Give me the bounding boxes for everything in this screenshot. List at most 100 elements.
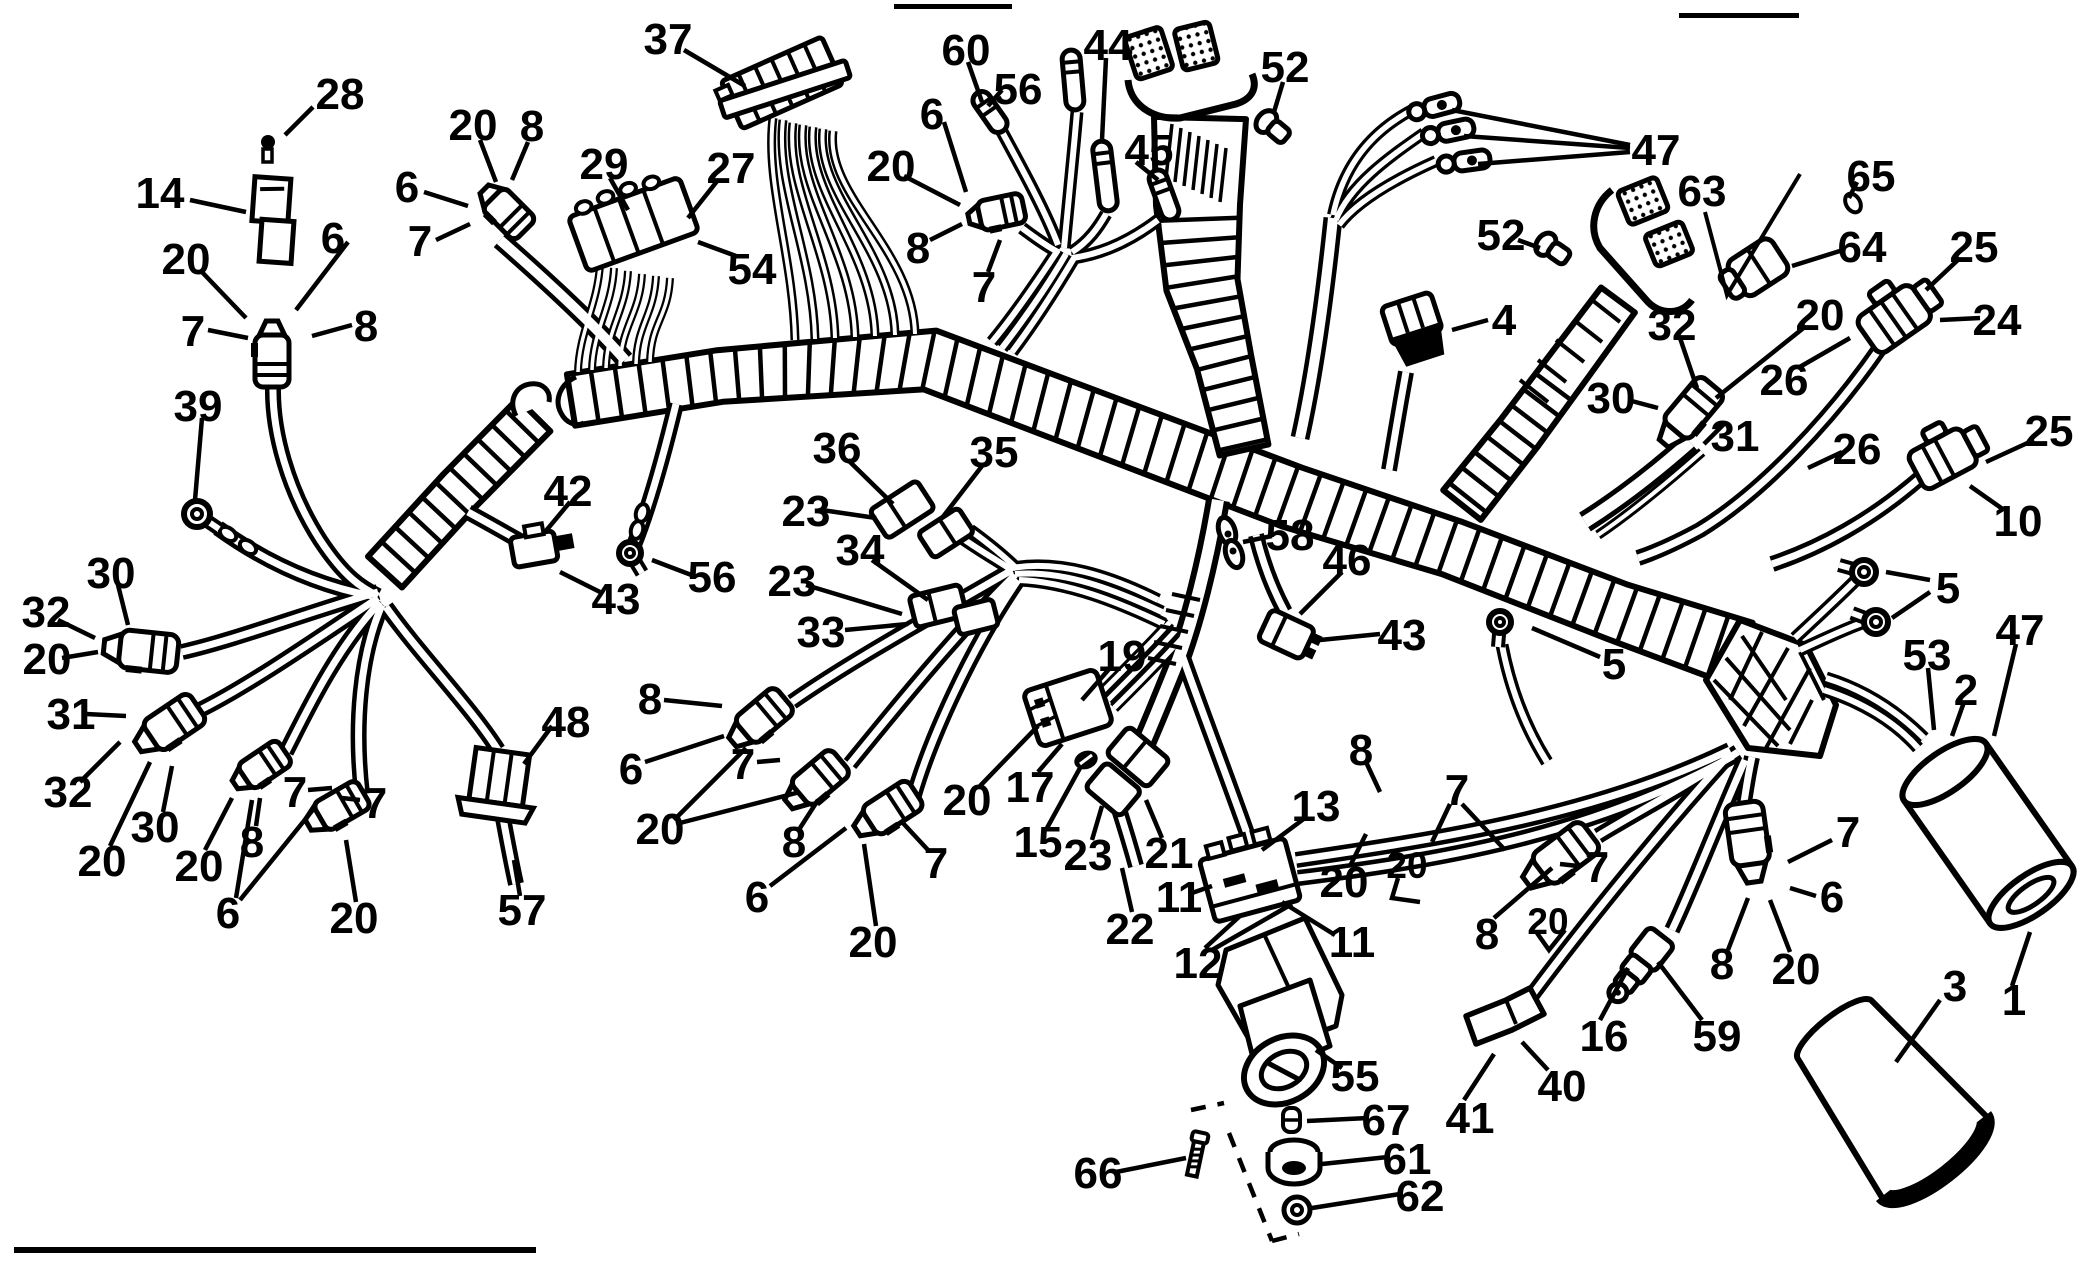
- svg-text:60: 60: [942, 26, 991, 75]
- svg-text:16: 16: [1580, 1012, 1629, 1061]
- svg-text:20: 20: [78, 837, 127, 886]
- svg-text:23: 23: [782, 487, 831, 536]
- svg-text:20: 20: [1320, 858, 1369, 907]
- svg-text:7: 7: [181, 307, 205, 356]
- svg-text:4: 4: [1492, 296, 1517, 345]
- svg-text:43: 43: [592, 575, 641, 624]
- svg-text:6: 6: [395, 163, 419, 212]
- svg-text:30: 30: [131, 803, 180, 852]
- svg-text:64: 64: [1838, 223, 1887, 272]
- svg-text:35: 35: [970, 428, 1019, 477]
- svg-text:47: 47: [1996, 606, 2045, 655]
- svg-text:5: 5: [1936, 564, 1960, 613]
- svg-text:37: 37: [644, 15, 693, 64]
- svg-text:8: 8: [906, 224, 930, 273]
- svg-text:32: 32: [22, 588, 71, 637]
- svg-text:30: 30: [87, 549, 136, 598]
- svg-text:6: 6: [1820, 873, 1844, 922]
- svg-text:6: 6: [920, 90, 944, 139]
- svg-text:7: 7: [1445, 766, 1469, 815]
- svg-text:14: 14: [136, 169, 185, 218]
- svg-text:41: 41: [1446, 1094, 1495, 1143]
- svg-text:20: 20: [1386, 845, 1427, 886]
- svg-text:56: 56: [994, 65, 1043, 114]
- svg-text:7: 7: [363, 779, 387, 828]
- svg-text:8: 8: [1710, 940, 1734, 989]
- svg-text:19: 19: [1098, 632, 1147, 681]
- svg-text:44: 44: [1084, 21, 1133, 70]
- svg-text:31: 31: [1711, 412, 1760, 461]
- svg-text:23: 23: [768, 557, 817, 606]
- svg-text:47: 47: [1632, 126, 1681, 175]
- svg-text:32: 32: [1648, 301, 1697, 350]
- svg-text:8: 8: [782, 818, 806, 867]
- svg-text:63: 63: [1678, 167, 1727, 216]
- svg-text:52: 52: [1477, 211, 1526, 260]
- svg-text:12: 12: [1174, 939, 1223, 988]
- svg-text:7: 7: [924, 839, 948, 888]
- svg-text:34: 34: [836, 526, 885, 575]
- svg-text:25: 25: [1950, 223, 1999, 272]
- svg-text:20: 20: [162, 235, 211, 284]
- svg-text:28: 28: [316, 70, 365, 119]
- svg-text:31: 31: [47, 690, 96, 739]
- svg-text:57: 57: [498, 886, 547, 935]
- svg-text:24: 24: [1973, 296, 2022, 345]
- svg-text:20: 20: [1527, 901, 1568, 942]
- svg-text:2: 2: [1954, 666, 1978, 715]
- svg-text:7: 7: [1585, 843, 1609, 892]
- svg-text:21: 21: [1145, 829, 1194, 878]
- svg-text:53: 53: [1903, 631, 1952, 680]
- svg-text:6: 6: [745, 873, 769, 922]
- svg-text:7: 7: [731, 740, 755, 789]
- svg-text:3: 3: [1943, 962, 1967, 1011]
- svg-text:15: 15: [1014, 818, 1063, 867]
- svg-text:13: 13: [1292, 782, 1341, 831]
- svg-text:20: 20: [449, 101, 498, 150]
- svg-text:22: 22: [1106, 905, 1155, 954]
- svg-text:7: 7: [408, 217, 432, 266]
- svg-text:36: 36: [813, 424, 862, 473]
- svg-text:65: 65: [1847, 152, 1896, 201]
- svg-text:20: 20: [636, 805, 685, 854]
- svg-text:25: 25: [2025, 407, 2074, 456]
- svg-text:6: 6: [321, 214, 345, 263]
- svg-text:42: 42: [544, 467, 593, 516]
- svg-text:11: 11: [1329, 918, 1376, 967]
- svg-text:23: 23: [1064, 831, 1113, 880]
- svg-text:27: 27: [707, 144, 756, 193]
- svg-text:32: 32: [44, 768, 93, 817]
- svg-text:8: 8: [638, 675, 662, 724]
- svg-text:7: 7: [283, 768, 307, 817]
- svg-text:20: 20: [23, 635, 72, 684]
- svg-text:20: 20: [1796, 291, 1845, 340]
- svg-text:39: 39: [174, 382, 223, 431]
- svg-text:8: 8: [354, 302, 378, 351]
- svg-text:62: 62: [1396, 1172, 1445, 1221]
- svg-text:30: 30: [1587, 374, 1636, 423]
- svg-text:45: 45: [1125, 126, 1174, 175]
- svg-text:54: 54: [728, 245, 777, 294]
- svg-text:5: 5: [1602, 640, 1626, 689]
- svg-text:7: 7: [1836, 808, 1860, 857]
- svg-text:20: 20: [867, 142, 916, 191]
- svg-text:8: 8: [520, 102, 544, 151]
- svg-text:46: 46: [1323, 536, 1372, 585]
- svg-text:58: 58: [1266, 511, 1315, 560]
- svg-text:66: 66: [1074, 1149, 1123, 1198]
- svg-text:11: 11: [1156, 873, 1203, 922]
- svg-text:29: 29: [580, 140, 629, 189]
- svg-text:40: 40: [1538, 1062, 1587, 1111]
- svg-text:6: 6: [619, 745, 643, 794]
- svg-text:6: 6: [216, 889, 240, 938]
- svg-text:8: 8: [1475, 910, 1499, 959]
- svg-text:8: 8: [240, 818, 264, 867]
- svg-text:33: 33: [797, 608, 846, 657]
- svg-text:8: 8: [1349, 726, 1373, 775]
- svg-text:20: 20: [330, 894, 379, 943]
- svg-text:52: 52: [1261, 43, 1310, 92]
- svg-text:10: 10: [1994, 497, 2043, 546]
- svg-text:59: 59: [1693, 1012, 1742, 1061]
- svg-text:7: 7: [972, 263, 996, 312]
- svg-text:26: 26: [1833, 425, 1882, 474]
